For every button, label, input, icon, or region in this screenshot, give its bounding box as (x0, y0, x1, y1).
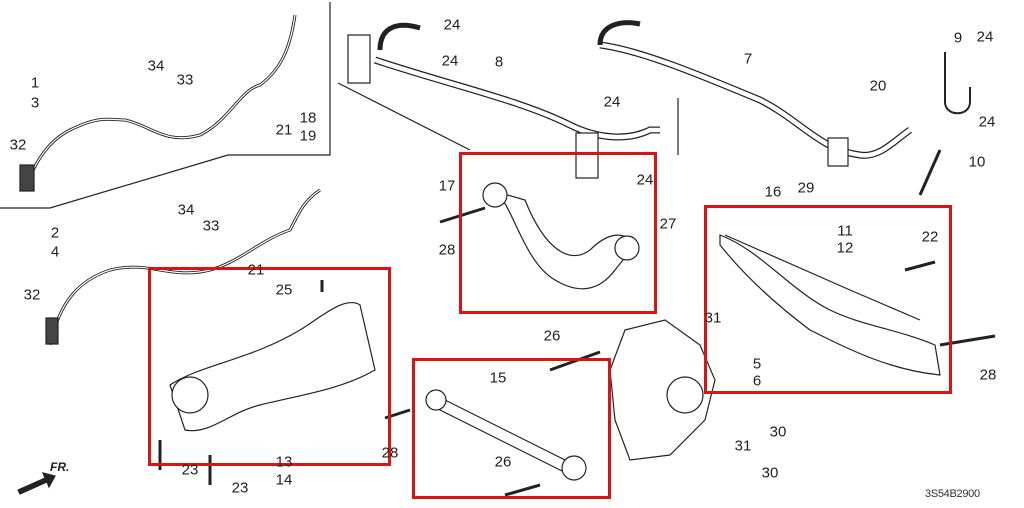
panel-border-upper-middle (337, 82, 679, 155)
lower-arm-11 (719, 234, 941, 376)
callout: 31 (734, 437, 752, 455)
callout: 33 (202, 217, 220, 235)
highlight-box-trailing-arm (148, 267, 391, 466)
callout: 18 (299, 109, 317, 127)
front-direction-label: FR. (50, 460, 70, 474)
callout: 24 (976, 28, 994, 46)
callout: 24 (441, 52, 459, 70)
bar-bracket (575, 132, 599, 179)
highlight-box-upper-arm (459, 152, 657, 314)
highlight-box-lower-arm (704, 205, 952, 394)
callout: 7 (743, 50, 753, 68)
callout: 28 (979, 366, 997, 384)
front-arrow-icon (17, 472, 56, 495)
bushing-holder-9 (944, 52, 971, 115)
callout: 32 (23, 286, 41, 304)
callout: 2 (50, 224, 60, 242)
callout: 3 (30, 94, 40, 112)
knuckle-5 (609, 319, 716, 461)
callout: 16 (764, 183, 782, 201)
callout: 24 (636, 171, 654, 189)
diagram-code: 3S54B2900 (925, 488, 980, 500)
callout: 22 (921, 228, 939, 246)
callout: 8 (494, 53, 504, 71)
callout: 13 (275, 453, 293, 471)
callout: 23 (231, 479, 249, 497)
highlight-box-lower-link (412, 358, 611, 499)
callout: 28 (381, 444, 399, 462)
callout: 6 (752, 372, 762, 390)
callout: 27 (659, 215, 677, 233)
callout: 32 (9, 136, 27, 154)
callout: 19 (299, 127, 317, 145)
callout: 21 (275, 121, 293, 139)
callout: 9 (953, 29, 963, 47)
callout: 30 (769, 423, 787, 441)
callout: 23 (181, 461, 199, 479)
abs-sensor-harness-upper (23, 14, 297, 191)
callout: 5 (752, 355, 762, 373)
callout: 28 (438, 241, 456, 259)
callout: 10 (968, 153, 986, 171)
callout: 1 (30, 74, 40, 92)
link-10 (918, 149, 942, 196)
callout: 12 (836, 239, 854, 257)
connector-icon (19, 164, 35, 192)
callout: 30 (761, 464, 779, 482)
callout: 14 (275, 471, 293, 489)
panel-border-upper-left (0, 2, 331, 209)
callout: 25 (275, 281, 293, 299)
callout: 31 (704, 309, 722, 327)
callout: 15 (489, 369, 507, 387)
trailing-arm-13 (169, 302, 376, 432)
callout: 24 (443, 16, 461, 34)
connector-icon (45, 317, 59, 345)
callout: 34 (177, 201, 195, 219)
callout: 4 (50, 243, 60, 261)
callout: 24 (603, 93, 621, 111)
callout: 21 (247, 261, 265, 279)
callout: 26 (494, 453, 512, 471)
callout: 26 (543, 327, 561, 345)
callout: 17 (438, 177, 456, 195)
callout: 20 (869, 77, 887, 95)
callout: 29 (797, 179, 815, 197)
callout: 33 (176, 71, 194, 89)
callout: 11 (837, 222, 853, 240)
callout: 34 (147, 57, 165, 75)
bar-bracket (347, 34, 371, 84)
callout: 24 (978, 113, 996, 131)
